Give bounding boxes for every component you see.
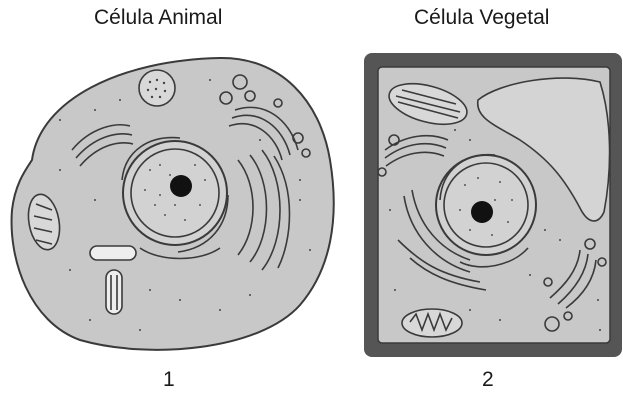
animal-nucleolus (170, 175, 192, 197)
animal-lysosome (139, 70, 175, 106)
plant-mitochondrion (402, 309, 462, 337)
animal-cell (12, 58, 334, 350)
plant-cell (364, 53, 622, 357)
plant-nucleolus (471, 201, 493, 223)
